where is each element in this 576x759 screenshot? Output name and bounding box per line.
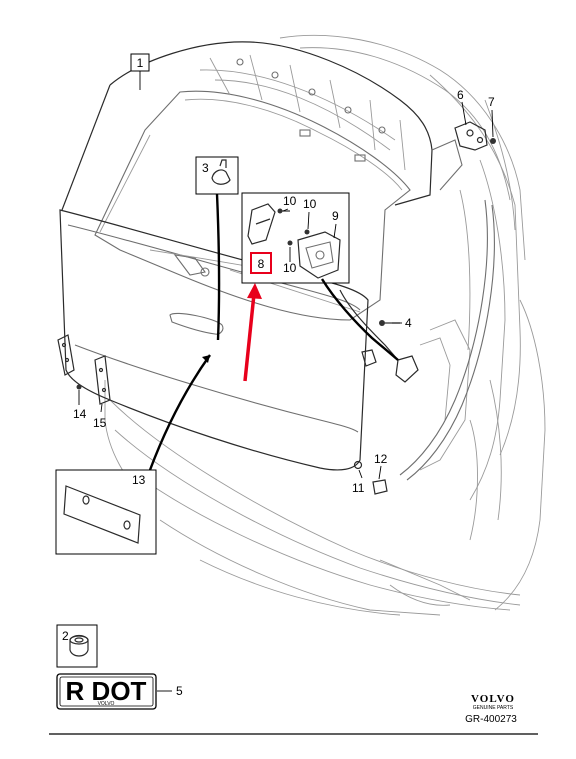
lock-latch (339, 289, 419, 383)
callout-10c-label: 10 (283, 261, 297, 275)
volvo-branding: VOLVO GENUINE PARTS GR-400273 (465, 693, 517, 725)
callout-4-label: 4 (405, 316, 412, 330)
callout-3-label: 3 (202, 161, 209, 175)
bracket-parts-14-15 (57, 334, 111, 413)
tailgate-frame (61, 41, 463, 321)
volvo-logo: VOLVO (471, 693, 515, 705)
callout-12-label: 12 (374, 452, 388, 466)
car-body-outline (104, 34, 546, 616)
callout-detail-8-9-10: 10 10 9 10 8 (241, 192, 399, 361)
callout-8-label: 8 (258, 257, 265, 271)
callout-2-box: 2 (56, 624, 98, 668)
callout-1-label: 1 (137, 56, 144, 70)
small-parts-11-12 (353, 460, 388, 495)
callout-7-label: 7 (488, 95, 495, 109)
rdot-plate-small-text: VOLVO (98, 701, 115, 707)
callout-13-label: 13 (132, 473, 146, 487)
striker-bolt (379, 320, 402, 326)
callout-13-box: 13 (55, 354, 211, 555)
callout-3-box: 3 (195, 156, 239, 341)
highlight-arrow (243, 283, 262, 382)
callout-5-label: 5 (176, 684, 183, 698)
volvo-tagline: GENUINE PARTS (473, 705, 514, 711)
diagram-reference: GR-400273 (465, 714, 517, 725)
callout-10a-label: 10 (283, 194, 297, 208)
callout-1: 1 (130, 53, 150, 90)
rdot-plate: R DOT VOLVO 5 (56, 673, 183, 710)
callout-6-label: 6 (457, 88, 464, 102)
rdot-plate-text: R DOT (66, 676, 147, 706)
callout-10b-label: 10 (303, 197, 317, 211)
hinge-assembly (454, 101, 496, 151)
callout-15-label: 15 (93, 416, 107, 430)
callout-2-label: 2 (62, 629, 69, 643)
callout-11-label: 11 (352, 481, 365, 495)
callout-14-label: 14 (73, 407, 87, 421)
callout-9-label: 9 (332, 209, 339, 223)
